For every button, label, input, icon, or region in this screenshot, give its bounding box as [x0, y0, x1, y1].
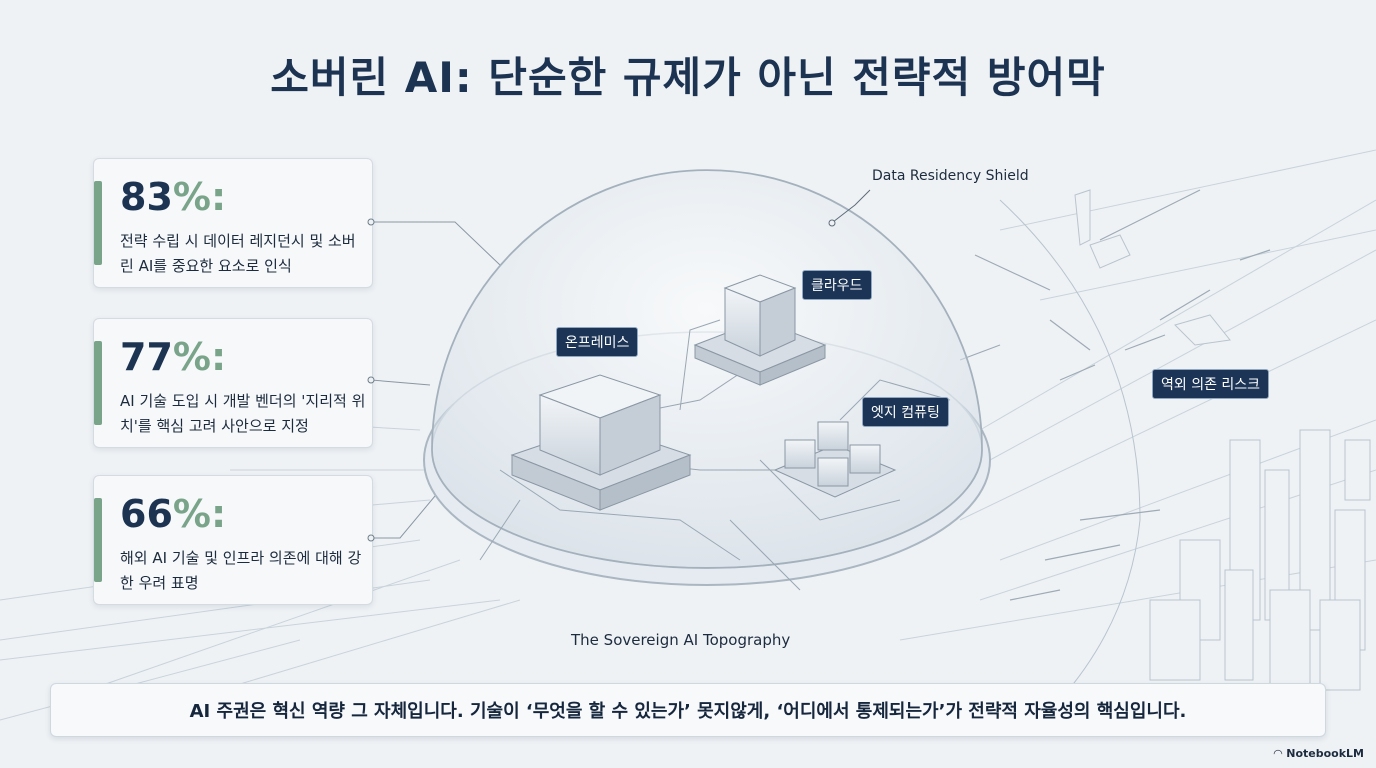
onprem-label: 온프레미스: [556, 327, 639, 357]
notebooklm-icon: ◠: [1273, 747, 1283, 760]
stat-text: 해외 AI 기술 및 인프라 의존에 대해 강한 우려 표명: [120, 549, 362, 592]
edge-servers: [773, 421, 897, 498]
card-connectors: [370, 221, 501, 539]
onprem-server: [510, 374, 692, 511]
brand-mark: ◠ NotebookLM: [1274, 747, 1364, 760]
stat-card-66: 66%: 해외 AI 기술 및 인프라 의존에 대해 강한 우려 표명: [93, 475, 373, 605]
diagram-caption: The Sovereign AI Topography: [571, 631, 791, 649]
stat-number: 77%:: [120, 335, 227, 379]
stat-number: 66%:: [120, 492, 227, 536]
offshore-risk-label: 역외 의존 리스크: [1152, 369, 1270, 399]
cloud-label: 클라우드: [802, 270, 872, 300]
stat-card-83: 83%: 전략 수립 시 데이터 레지던시 및 소버린 AI를 중요한 요소로 …: [93, 158, 373, 288]
cloud-server: [693, 274, 827, 386]
page-title: 소버린 AI: 단순한 규제가 아닌 전략적 방어막: [270, 53, 1106, 102]
accent-bar: [94, 341, 102, 425]
edge-label: 엣지 컴퓨팅: [862, 397, 949, 427]
key-message-banner: AI 주권은 혁신 역량 그 자체입니다. 기술이 ‘무엇을 할 수 있는가’ …: [50, 683, 1326, 737]
shield-label: Data Residency Shield: [872, 168, 1029, 184]
stat-card-77: 77%: AI 기술 도입 시 개발 벤더의 '지리적 위치'를 핵심 고려 사…: [93, 318, 373, 448]
accent-bar: [94, 498, 102, 582]
accent-bar: [94, 181, 102, 265]
stat-text: AI 기술 도입 시 개발 벤더의 '지리적 위치'를 핵심 고려 사안으로 지…: [120, 392, 366, 435]
stat-number: 83%:: [120, 175, 227, 219]
stat-text: 전략 수립 시 데이터 레지던시 및 소버린 AI를 중요한 요소로 인식: [120, 232, 356, 275]
brand-text: NotebookLM: [1286, 747, 1364, 760]
